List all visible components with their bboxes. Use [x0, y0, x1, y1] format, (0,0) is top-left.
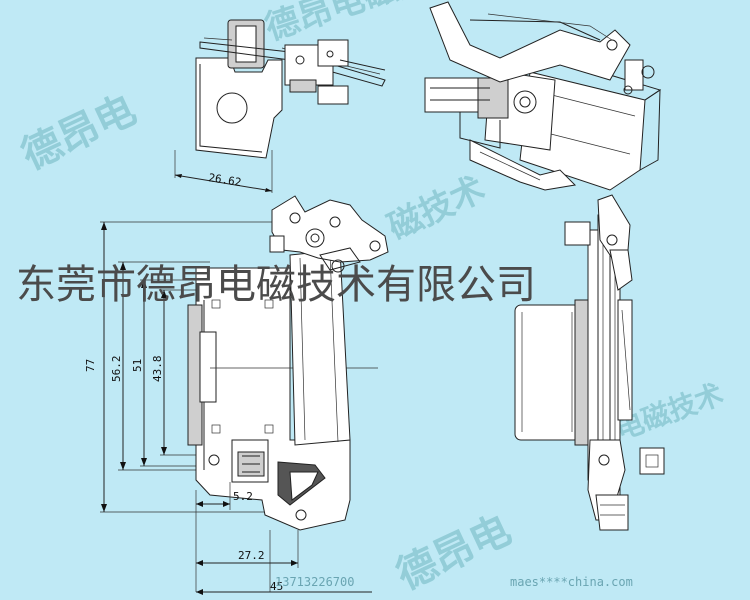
watermark-phone: 13713226700	[275, 575, 354, 589]
view-front: 77 56.2 51 43.8	[84, 195, 389, 595]
dim-top-view-width: 26.62	[208, 171, 243, 189]
watermark-brand-left: 德昂电	[14, 86, 143, 179]
dim-width-45: 45	[270, 580, 283, 593]
dim-height-77: 77	[84, 359, 97, 372]
watermark-website: maes****china.com	[510, 575, 633, 589]
dim-height-51: 51	[131, 359, 144, 372]
watermark-brand-mid: 磁技术	[382, 169, 491, 248]
company-name: 东莞市德昂电磁技术有限公司	[16, 262, 536, 308]
view-top-right-isometric	[424, 1, 662, 191]
dim-height-56-2: 56.2	[110, 356, 123, 383]
watermark-brand-bottom: 德昂电	[389, 506, 518, 599]
dim-height-43-8: 43.8	[151, 356, 164, 383]
view-side	[514, 194, 665, 531]
view-top-left: 26.62	[174, 19, 386, 193]
dim-offset-5-2: 5.2	[233, 490, 253, 503]
dim-width-27-2: 27.2	[238, 549, 265, 562]
